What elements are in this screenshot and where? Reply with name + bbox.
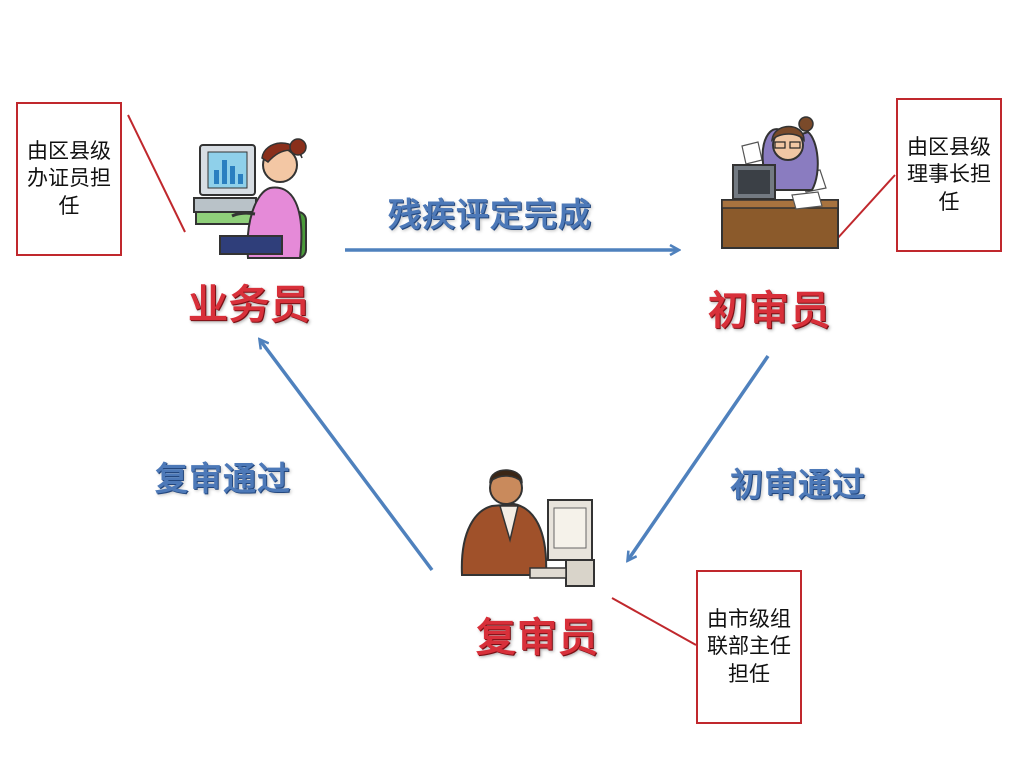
woman-at-desk-with-papers-icon bbox=[721, 116, 839, 249]
note-first-reviewer: 由区县级理事长担任 bbox=[896, 98, 1002, 252]
woman-at-computer-icon bbox=[193, 138, 307, 259]
edge-label-first-review-passed: 初审通过 bbox=[730, 465, 866, 504]
connector-first-reviewer-note bbox=[835, 174, 896, 241]
connector-clerk-note bbox=[127, 114, 186, 233]
note-second-reviewer-text: 由市级组联部主任担任 bbox=[707, 607, 791, 686]
note-clerk: 由区县级办证员担任 bbox=[16, 102, 122, 256]
role-first-reviewer: 初审员 bbox=[708, 288, 831, 334]
edge-label-evaluation-complete: 残疾评定完成 bbox=[388, 195, 592, 234]
note-clerk-text: 由区县级办证员担任 bbox=[27, 139, 111, 218]
note-second-reviewer: 由市级组联部主任担任 bbox=[696, 570, 802, 724]
arrow-first-to-second-reviewer bbox=[628, 355, 770, 560]
man-at-computer-icon bbox=[460, 469, 595, 587]
edge-label-second-review-passed: 复审通过 bbox=[155, 459, 291, 498]
role-second-reviewer: 复审员 bbox=[476, 615, 599, 661]
note-first-reviewer-text: 由区县级理事长担任 bbox=[907, 135, 991, 214]
role-clerk: 业务员 bbox=[188, 282, 311, 328]
connector-second-reviewer-note bbox=[611, 597, 697, 646]
arrow-second-reviewer-to-clerk bbox=[260, 340, 434, 572]
